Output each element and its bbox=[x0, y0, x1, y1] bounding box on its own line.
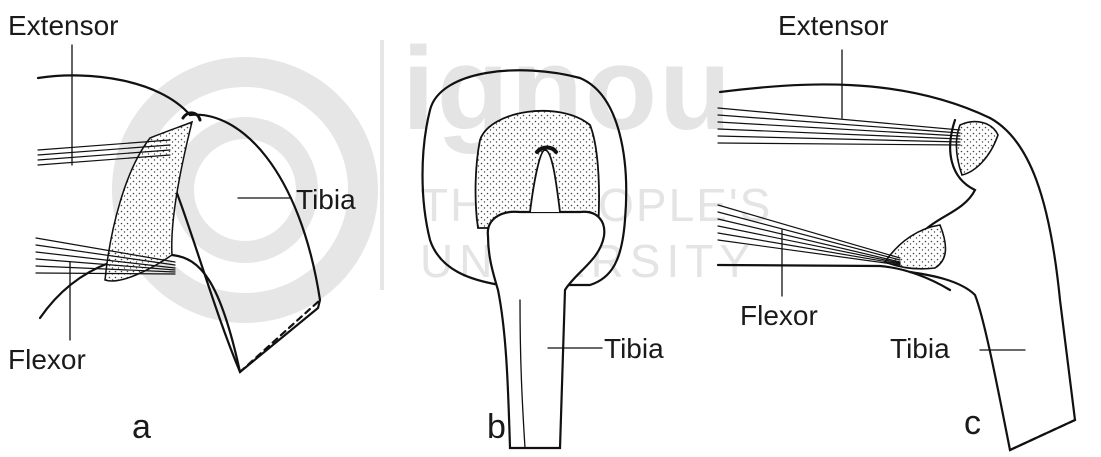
panel-c-extensor-label: Extensor bbox=[778, 12, 889, 40]
panel-a-flexor-label: Flexor bbox=[8, 346, 86, 374]
panel-b-letter: b bbox=[487, 410, 506, 444]
panel-a-tibia-label: Tibia bbox=[296, 186, 356, 214]
panel-c-tibia-label: Tibia bbox=[890, 335, 950, 363]
panel-a-letter: a bbox=[132, 410, 151, 444]
panel-b-tibia-label: Tibia bbox=[604, 335, 664, 363]
panel-b-drawing bbox=[423, 70, 627, 448]
panel-c-drawing bbox=[718, 50, 1075, 450]
panel-c-letter: c bbox=[964, 406, 981, 440]
panel-c-flexor-label: Flexor bbox=[740, 302, 818, 330]
panel-a-extensor-label: Extensor bbox=[8, 12, 119, 40]
panel-a-drawing bbox=[36, 45, 320, 372]
